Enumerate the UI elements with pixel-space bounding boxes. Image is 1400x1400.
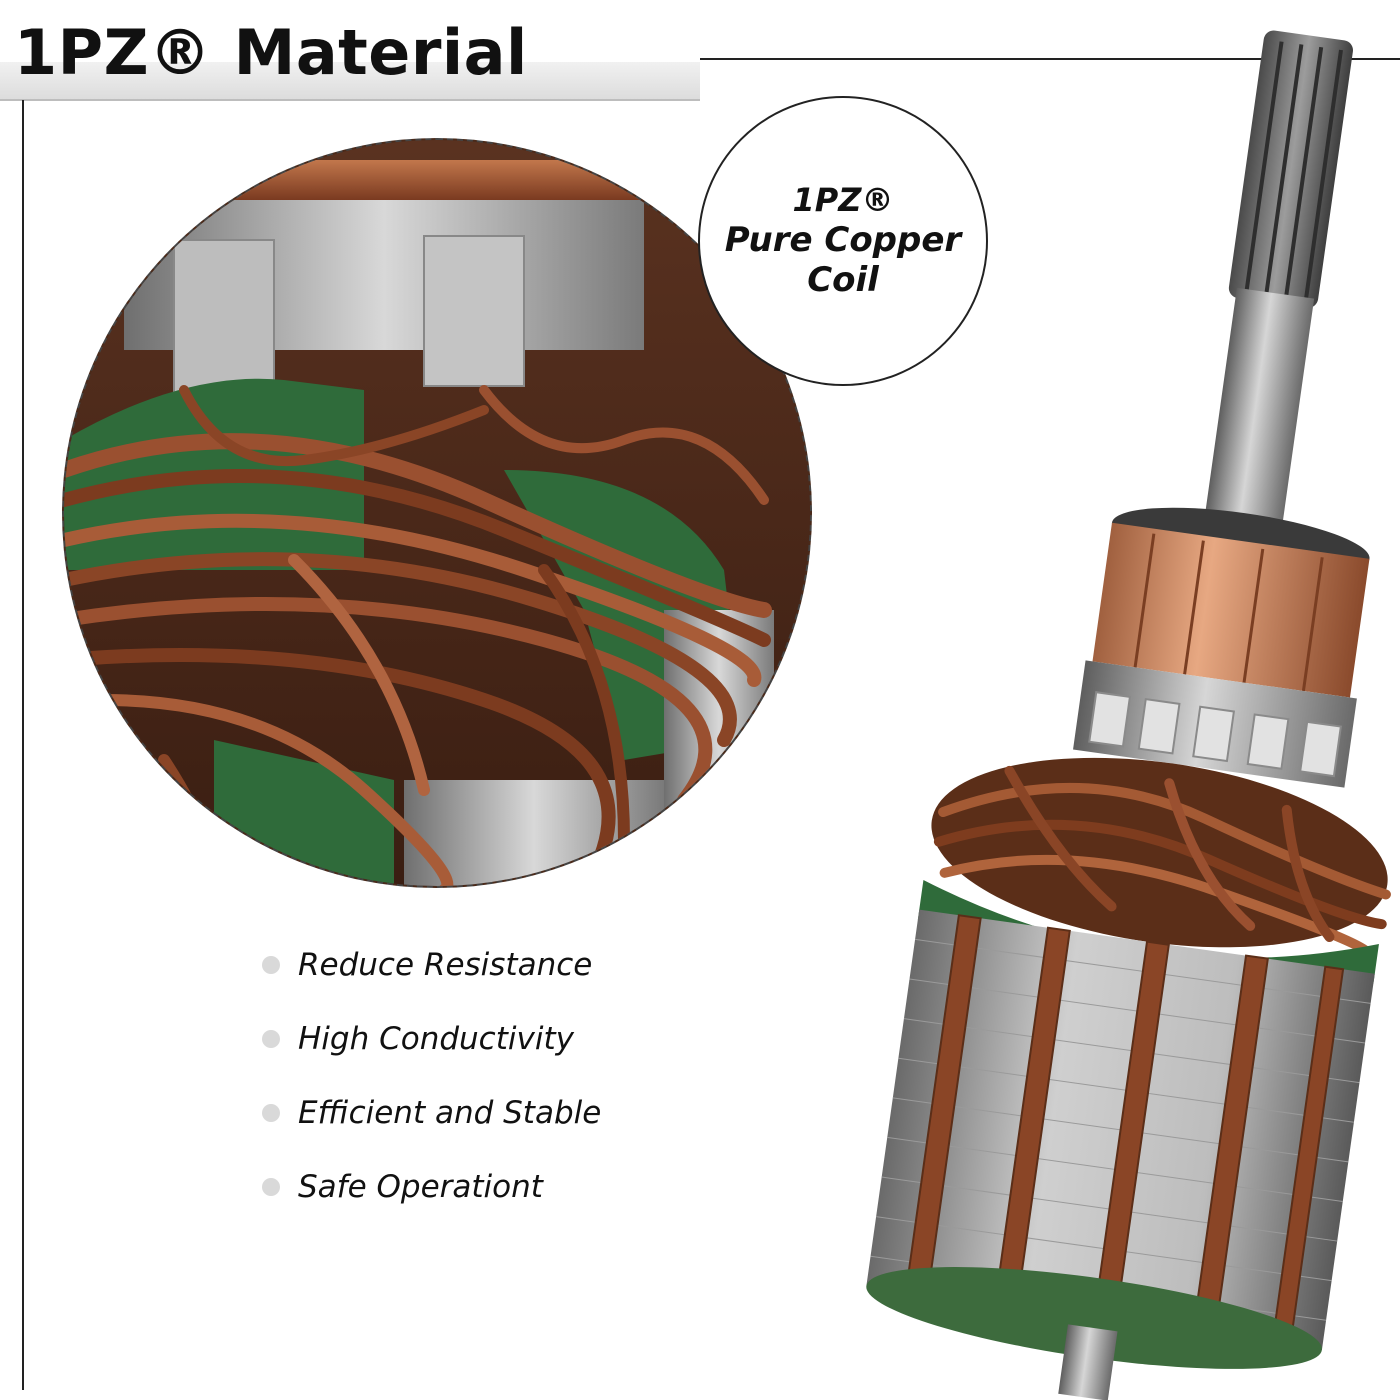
circle-bullet-icon xyxy=(262,1178,280,1196)
motor-armature-illustration xyxy=(760,0,1400,1400)
armature-drawing xyxy=(866,30,1391,1400)
callout-brand: 1PZ® xyxy=(792,181,894,220)
frame-top-line xyxy=(700,58,1400,60)
feature-text: High Conductivity xyxy=(298,1021,574,1057)
title-divider xyxy=(0,99,700,101)
circle-bullet-icon xyxy=(262,956,280,974)
callout-material: Pure Copper xyxy=(724,219,962,260)
coil-detail-zoom xyxy=(62,138,812,888)
feature-text: Reduce Resistance xyxy=(298,947,593,983)
coil-detail-illustration xyxy=(64,140,810,886)
title-band xyxy=(0,62,700,100)
callout-part: Coil xyxy=(807,259,879,300)
frame-left-line xyxy=(22,100,24,1390)
circle-bullet-icon xyxy=(262,1104,280,1122)
feature-text: Efficient and Stable xyxy=(298,1095,602,1131)
circle-bullet-icon xyxy=(262,1030,280,1048)
page-title: 1PZ® Material xyxy=(14,16,528,89)
feature-item: Safe Operationt xyxy=(262,1150,682,1224)
feature-item: High Conductivity xyxy=(262,1002,682,1076)
feature-item: Reduce Resistance xyxy=(262,928,682,1002)
feature-item: Efficient and Stable xyxy=(262,1076,682,1150)
pure-copper-callout: 1PZ® Pure Copper Coil xyxy=(698,96,988,386)
feature-text: Safe Operationt xyxy=(298,1169,543,1205)
feature-list: Reduce Resistance High Conductivity Effi… xyxy=(262,928,682,1224)
